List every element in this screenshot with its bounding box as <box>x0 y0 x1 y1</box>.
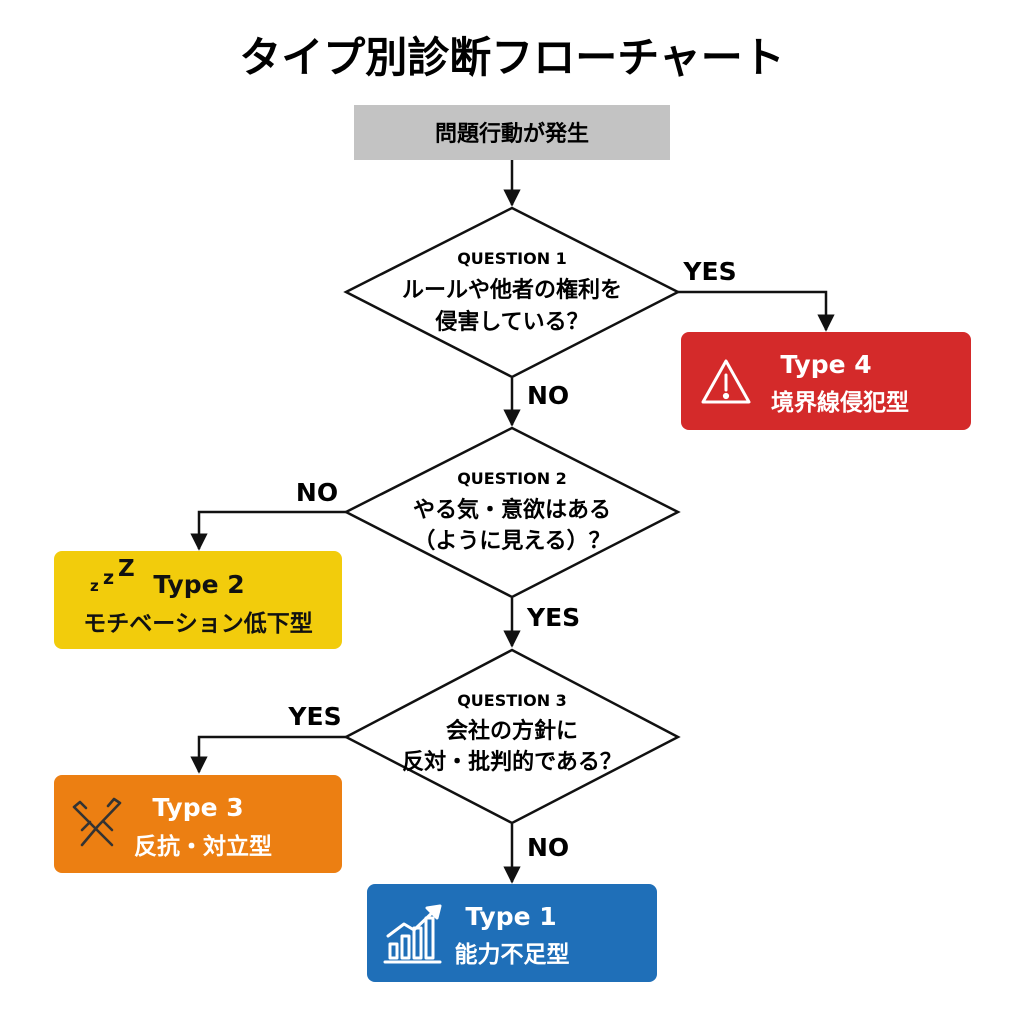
type2-node: z z Z Type 2 モチベーション低下型 <box>54 551 342 649</box>
question-1-node: QUESTION 1 ルールや他者の権利を 侵害している？ <box>343 206 681 379</box>
question-3-diamond <box>343 648 681 825</box>
svg-text:z: z <box>103 567 114 589</box>
edge-label-q3-yes: YES <box>287 702 341 731</box>
type3-node: Type 3 反抗・対立型 <box>54 775 342 873</box>
question-2-line1: やる気・意欲はある <box>413 497 611 523</box>
type4-box <box>681 332 971 430</box>
question-2-diamond <box>343 426 681 599</box>
arrow-q2-no-to-type2 <box>190 510 346 551</box>
question-2-label: QUESTION 2 <box>457 469 567 488</box>
arrow-q1-yes-to-type4 <box>678 290 835 332</box>
page-title: タイプ別診断フローチャート <box>239 33 785 82</box>
type2-name: Type 2 <box>153 570 244 599</box>
type1-name: Type 1 <box>465 902 556 931</box>
question-1-diamond <box>343 206 681 379</box>
question-1-line2: 侵害している？ <box>434 309 588 335</box>
svg-text:Z: Z <box>118 556 135 582</box>
type3-name: Type 3 <box>152 793 243 822</box>
type3-desc: 反抗・対立型 <box>134 833 272 860</box>
crossed-arms-icon <box>72 797 122 847</box>
arrow-q3-yes-to-type3 <box>190 735 346 774</box>
question-3-node: QUESTION 3 会社の方針に 反対・批判的である？ <box>343 648 681 825</box>
edge-label-q1-yes: YES <box>682 257 736 286</box>
question-2-line2: （ように見える）？ <box>413 529 610 554</box>
question-3-label: QUESTION 3 <box>457 691 567 710</box>
growth-chart-icon <box>383 904 442 964</box>
edge-label-q3-no: NO <box>527 833 569 862</box>
start-label: 問題行動が発生 <box>435 121 589 147</box>
edge-label-q1-no: NO <box>527 381 569 410</box>
type4-desc: 境界線侵犯型 <box>771 389 909 416</box>
start-node: 問題行動が発生 <box>354 105 670 160</box>
connectors <box>190 160 835 884</box>
start-box <box>354 105 670 160</box>
type1-node: Type 1 能力不足型 <box>367 884 657 982</box>
sleep-zzz-icon: z z Z <box>90 556 135 595</box>
type2-box <box>54 551 342 649</box>
warning-icon <box>701 359 751 404</box>
question-3-line2: 反対・批判的である？ <box>402 749 622 775</box>
edge-label-q2-yes: YES <box>526 603 580 632</box>
type4-node: Type 4 境界線侵犯型 <box>681 332 971 430</box>
type4-name: Type 4 <box>780 350 871 379</box>
edge-label-q2-no: NO <box>296 478 338 507</box>
type1-desc: 能力不足型 <box>455 941 570 968</box>
type2-desc: モチベーション低下型 <box>83 611 313 637</box>
question-3-line1: 会社の方針に <box>446 718 578 744</box>
type3-box <box>54 775 342 873</box>
question-1-line1: ルールや他者の権利を <box>402 277 622 303</box>
question-2-node: QUESTION 2 やる気・意欲はある （ように見える）？ <box>343 426 681 599</box>
question-1-label: QUESTION 1 <box>457 249 567 268</box>
svg-text:z: z <box>90 577 99 595</box>
